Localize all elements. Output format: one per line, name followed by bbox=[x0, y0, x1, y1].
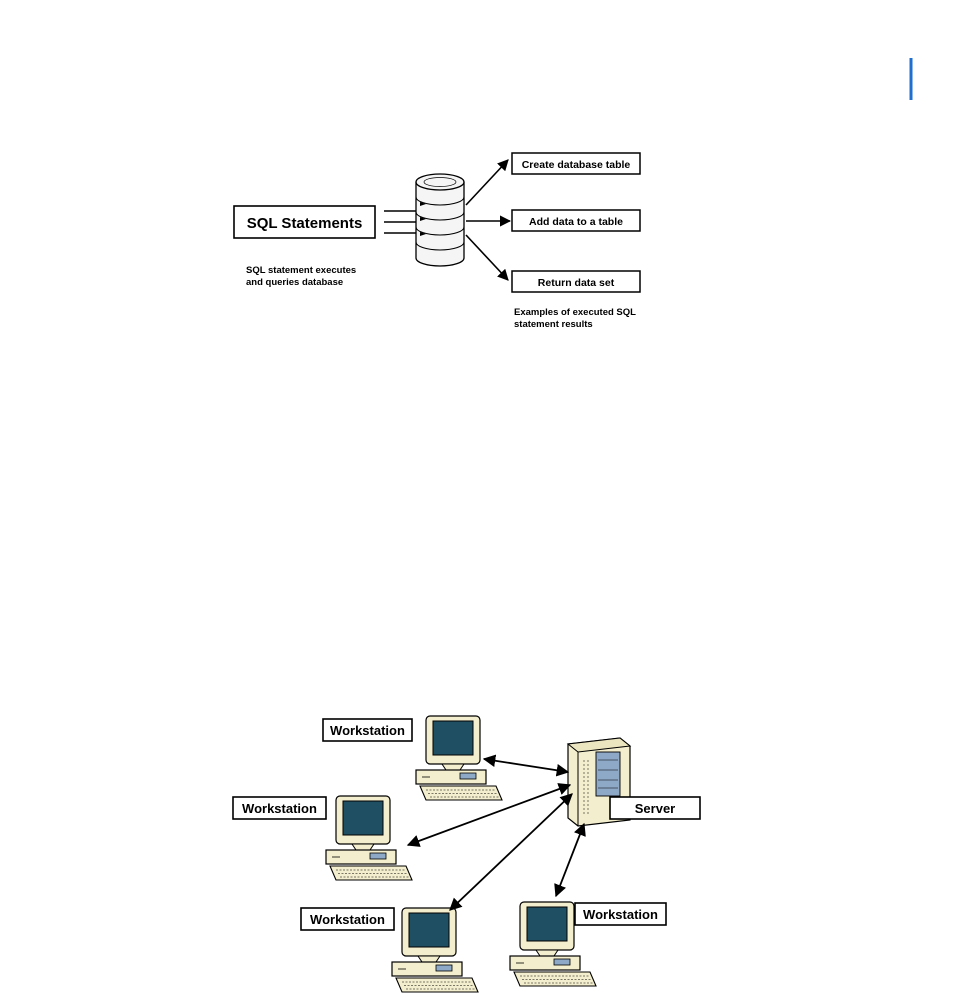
result-box-create-table bbox=[511, 152, 641, 175]
workstation-label-box bbox=[232, 796, 327, 820]
sql-statements-label: SQL Statements bbox=[247, 215, 363, 232]
results-note-line1: Examples of executed SQL bbox=[514, 307, 636, 318]
arrow-to-return-data bbox=[465, 234, 509, 281]
result-label: Return data set bbox=[538, 277, 615, 289]
sql-statements-box bbox=[233, 205, 376, 239]
connection-arrow bbox=[482, 754, 570, 777]
workstation-label-box bbox=[574, 902, 667, 926]
server-label-box bbox=[609, 796, 701, 820]
workstation-label: Workstation bbox=[583, 907, 658, 922]
database-icon bbox=[415, 173, 465, 267]
sql-diagram: SQL Statements SQL statement executes an… bbox=[233, 152, 641, 330]
workstation-icon bbox=[415, 715, 503, 801]
workstation-label: Workstation bbox=[242, 801, 317, 816]
workstation-label: Workstation bbox=[310, 912, 385, 927]
connection-arrow bbox=[449, 793, 573, 911]
source-note-line1: SQL statement executes bbox=[246, 265, 356, 276]
workstation-icon bbox=[325, 795, 413, 881]
result-box-add-data bbox=[511, 209, 641, 232]
workstation-icon bbox=[391, 907, 479, 993]
arrow-to-create-table bbox=[465, 159, 509, 206]
server-label: Server bbox=[635, 801, 675, 816]
result-label: Create database table bbox=[522, 159, 631, 171]
results-note-line2: statement results bbox=[514, 319, 593, 330]
connection-arrow bbox=[554, 822, 586, 898]
result-label: Add data to a table bbox=[529, 216, 623, 228]
workstation-label: Workstation bbox=[330, 723, 405, 738]
source-note-line2: and queries database bbox=[246, 277, 343, 288]
workstation-label-box bbox=[322, 718, 413, 742]
network-diagram: Server Workstation Workstation Workstati… bbox=[232, 715, 701, 993]
workstation-label-box bbox=[300, 907, 395, 931]
result-box-return-data bbox=[511, 270, 641, 293]
